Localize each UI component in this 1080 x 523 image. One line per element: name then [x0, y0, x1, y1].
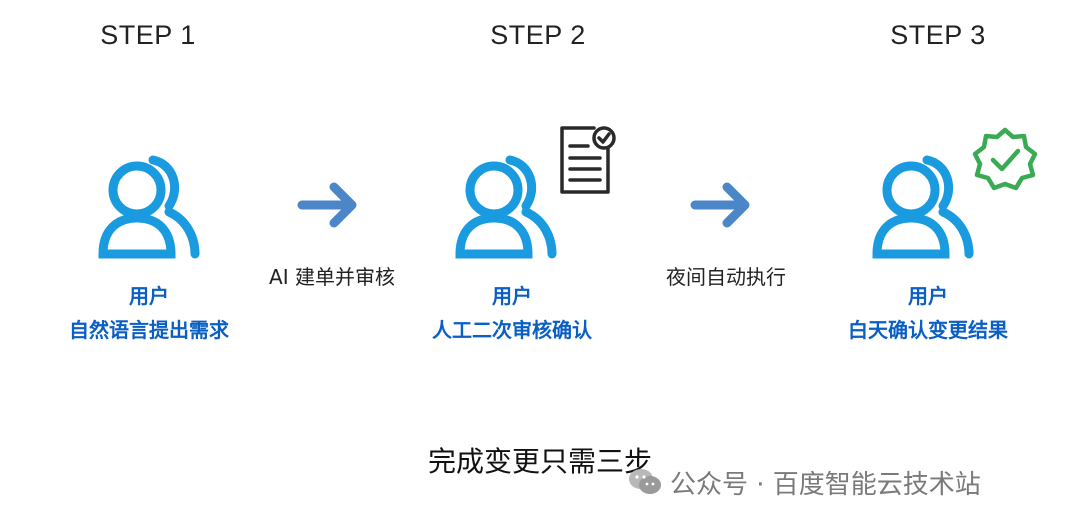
user-group-icon	[455, 155, 557, 259]
document-check-icon	[560, 126, 616, 194]
user-group-icon	[98, 155, 200, 259]
arrow-right-icon	[297, 182, 357, 228]
step-1-action: 自然语言提出需求	[69, 318, 229, 342]
step-3-actor: 用户	[908, 284, 948, 308]
step-2-actor: 用户	[492, 284, 532, 308]
user-group-icon	[872, 155, 974, 259]
watermark-text: 公众号 · 百度智能云技术站	[670, 469, 981, 500]
step-1-actor: 用户	[129, 284, 169, 308]
wechat-icon	[629, 469, 661, 494]
step-1-title: STEP 1	[100, 20, 196, 50]
arrow-right-icon	[690, 182, 750, 228]
step-3-title: STEP 3	[890, 20, 986, 50]
step-2-action: 人工二次审核确认	[432, 318, 592, 342]
verified-badge-icon	[972, 127, 1038, 191]
diagram-caption: 完成变更只需三步	[427, 445, 652, 478]
step-3-action: 白天确认变更结果	[848, 318, 1008, 342]
transition-2-label: 夜间自动执行	[666, 265, 786, 289]
transition-1-label: AI 建单并审核	[269, 265, 395, 289]
watermark: 公众号 · 百度智能云技术站	[628, 462, 981, 502]
step-2-title: STEP 2	[490, 20, 586, 50]
